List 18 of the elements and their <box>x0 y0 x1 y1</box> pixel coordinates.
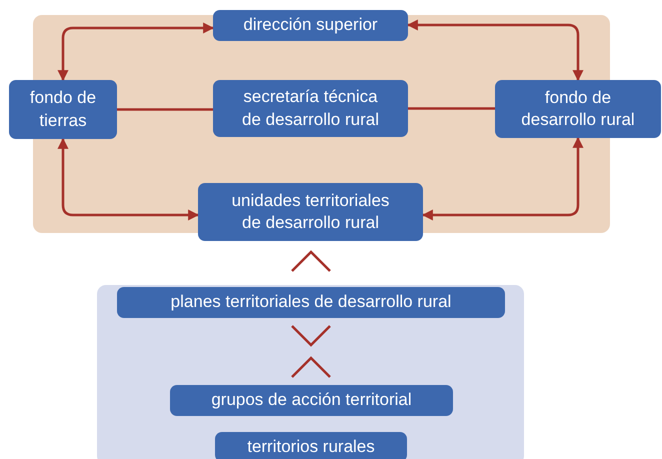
connector-line <box>117 108 213 111</box>
chevron-arrow <box>291 250 331 272</box>
double-arrow <box>406 20 584 82</box>
label-box: dirección superior <box>213 10 408 41</box>
connector-line <box>408 107 495 110</box>
label-box: fondo de tierras <box>9 80 117 139</box>
chevron-arrow <box>291 325 331 347</box>
label-box: fondo de desarrollo rural <box>495 80 661 138</box>
label-box: secretaría técnica de desarrollo rural <box>213 80 408 137</box>
label-box: grupos de acción territorial <box>170 385 453 416</box>
chevron-arrow <box>291 356 331 378</box>
double-arrow <box>58 138 200 220</box>
group-panel <box>97 285 524 459</box>
double-arrow <box>58 22 214 82</box>
label-box: unidades territoriales de desarrollo rural <box>198 183 423 241</box>
double-arrow <box>422 136 584 220</box>
label-box: territorios rurales <box>215 432 407 459</box>
label-box: planes territoriales de desarrollo rural <box>117 287 505 318</box>
